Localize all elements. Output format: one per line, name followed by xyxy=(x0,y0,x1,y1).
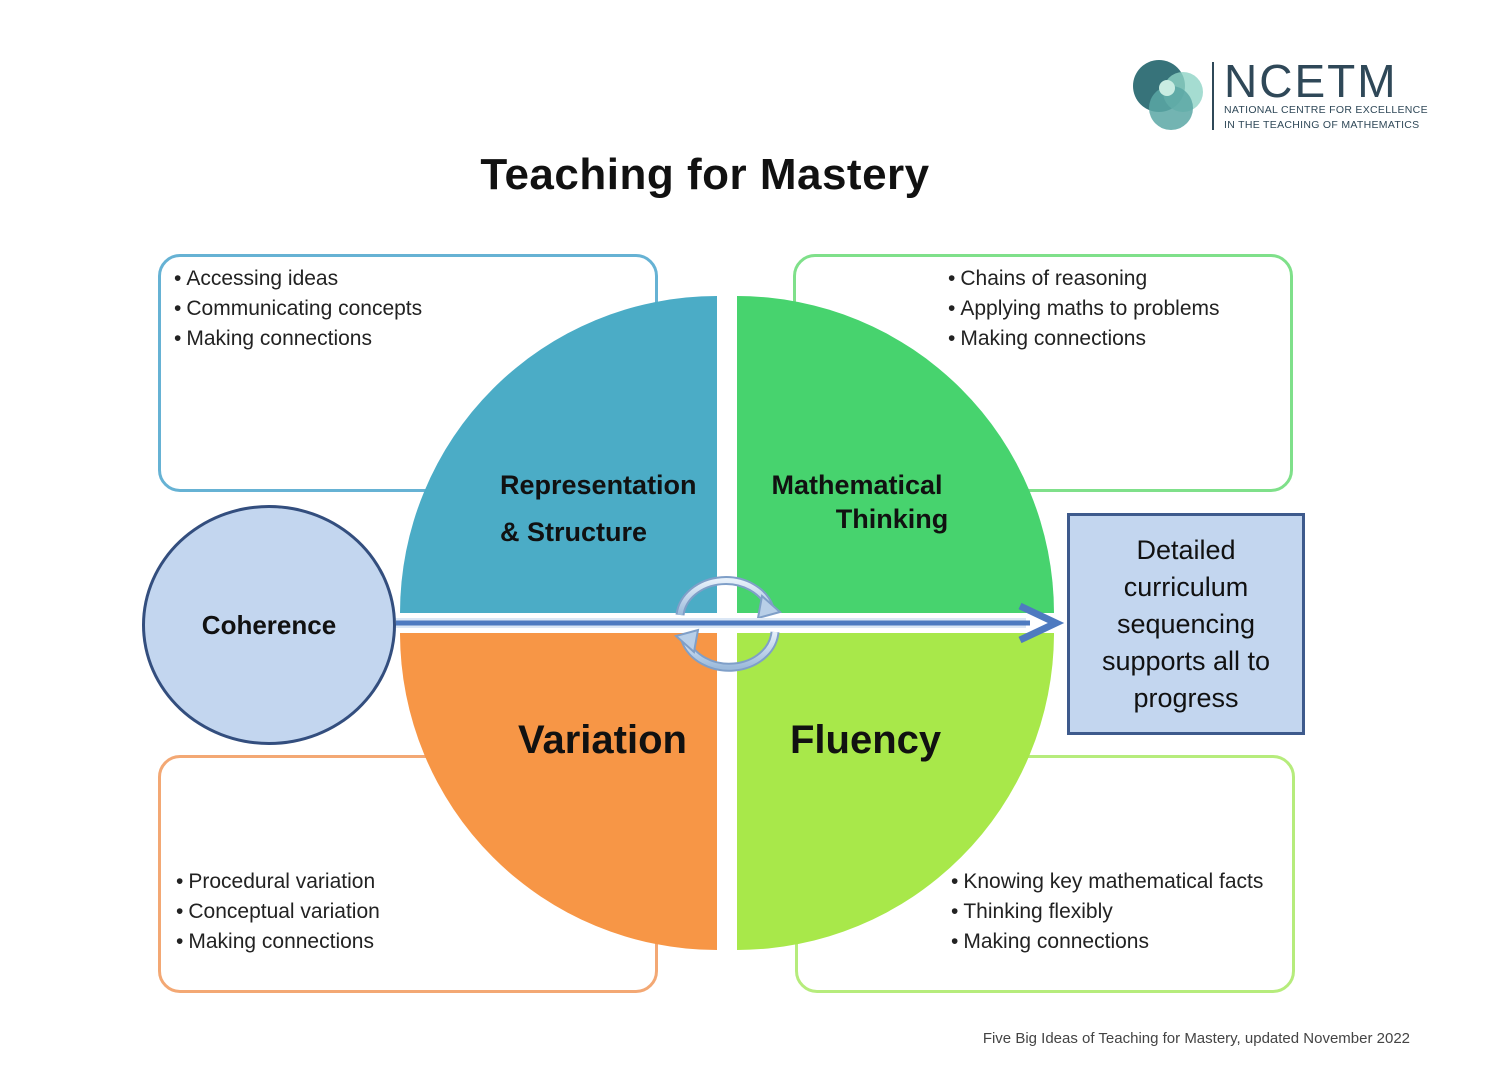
mathematical-thinking-label-line2: Thinking xyxy=(835,504,949,534)
progress-arrow xyxy=(396,602,1065,644)
footer-caption: Five Big Ideas of Teaching for Mastery, … xyxy=(982,1030,1410,1047)
representation-label-line2: & Structure xyxy=(500,517,648,547)
cycle-arrows-icon xyxy=(673,576,783,672)
fluency-label: Fluency xyxy=(790,718,942,762)
bullet-item: Knowing key mathematical facts xyxy=(951,867,1263,897)
representation-bullets: Accessing ideas Communicating concepts M… xyxy=(174,264,422,354)
bullet-item: Communicating concepts xyxy=(174,294,422,324)
quadrant-fluency xyxy=(737,633,1054,950)
quadrant-representation xyxy=(400,296,717,613)
coherence-label: Coherence xyxy=(201,609,337,640)
mathematical-thinking-bullets: Chains of reasoning Applying maths to pr… xyxy=(948,264,1220,354)
sequencing-line: curriculum xyxy=(1123,571,1249,602)
sequencing-text: Detailed curriculum sequencing supports … xyxy=(1102,532,1270,717)
sequencing-box: Detailed curriculum sequencing supports … xyxy=(1067,513,1305,735)
bullet-item: Conceptual variation xyxy=(176,897,379,927)
variation-bullets: Procedural variation Conceptual variatio… xyxy=(176,867,380,957)
bullet-item: Thinking flexibly xyxy=(951,897,1263,927)
sequencing-line: Detailed xyxy=(1136,534,1236,565)
quadrant-variation xyxy=(400,633,717,950)
logo-subtitle-line1: NATIONAL CENTRE FOR EXCELLENCE xyxy=(1224,104,1428,116)
representation-label-line1: Representation xyxy=(500,470,697,500)
mathematical-thinking-label: Mathematical Thinking xyxy=(762,468,952,536)
bullet-item: Accessing ideas xyxy=(174,264,422,294)
bullet-item: Making connections xyxy=(951,927,1263,957)
fluency-bullets: Knowing key mathematical facts Thinking … xyxy=(951,867,1263,957)
page-title: Teaching for Mastery xyxy=(480,150,930,199)
mathematical-thinking-label-line1: Mathematical xyxy=(771,470,943,500)
sequencing-line: supports all to xyxy=(1101,645,1271,676)
bullet-item: Making connections xyxy=(174,324,422,354)
representation-label: Representation & Structure xyxy=(500,462,710,556)
variation-label: Variation xyxy=(518,718,687,762)
logo-wordmark: NCETM xyxy=(1224,55,1398,107)
bullet-item: Making connections xyxy=(176,927,380,957)
logo-subtitle-line2: IN THE TEACHING OF MATHEMATICS xyxy=(1224,119,1420,131)
coherence-circle: Coherence xyxy=(142,505,396,745)
sequencing-line: sequencing xyxy=(1116,608,1256,639)
bullet-item: Applying maths to problems xyxy=(948,294,1219,324)
bullet-item: Chains of reasoning xyxy=(948,264,1220,294)
quadrant-mathematical-thinking xyxy=(737,296,1054,613)
bullet-item: Procedural variation xyxy=(176,867,380,897)
bullet-item: Making connections xyxy=(948,324,1220,354)
ncetm-logo xyxy=(1133,60,1214,130)
sequencing-line: progress xyxy=(1133,682,1239,713)
